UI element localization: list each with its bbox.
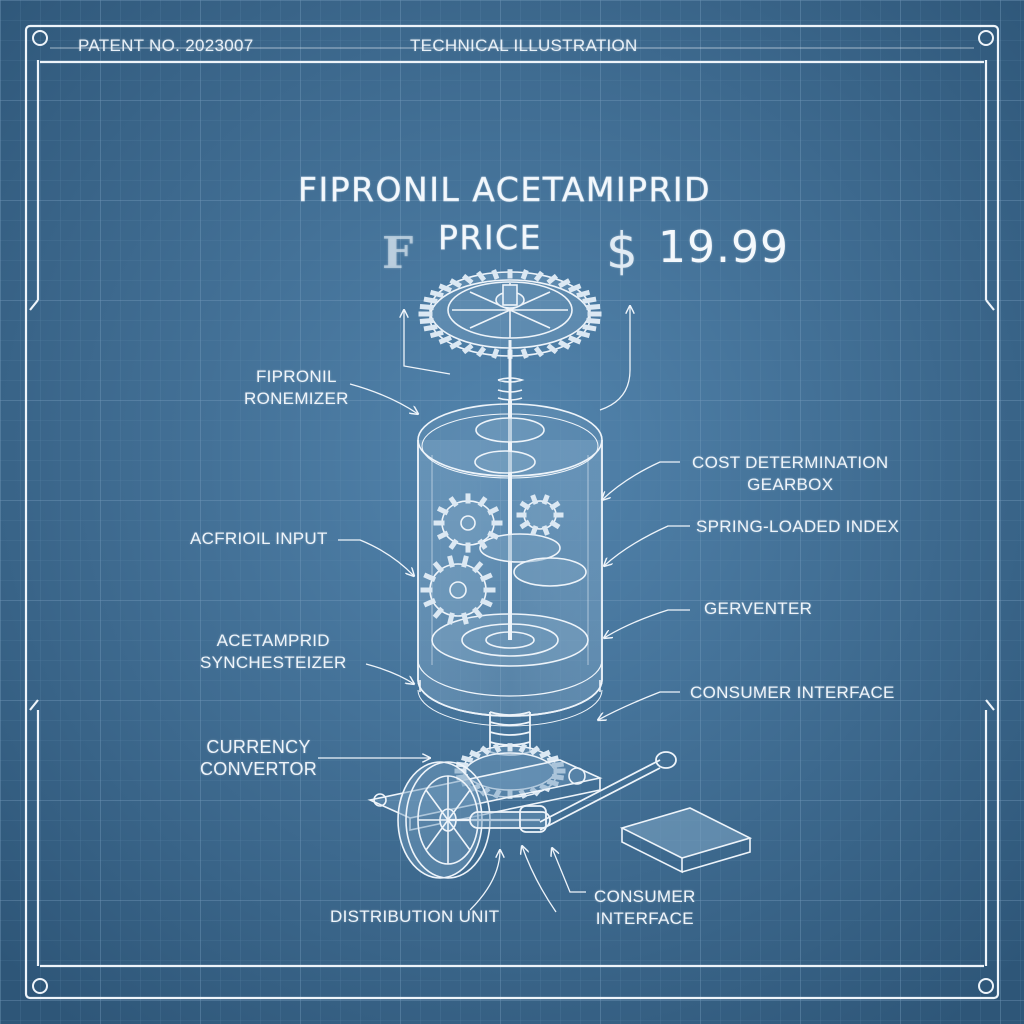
- drive-shafts: [448, 751, 677, 833]
- inner-gears: [429, 417, 587, 617]
- label-acetamprid-synthesizer: ACETAMPRID SYNCHESTEIZER: [200, 631, 347, 672]
- label-consumer-interface-bottom: CONSUMER INTERFACE: [594, 887, 696, 928]
- title-line1: FIPRONIL ACETAMIPRID: [298, 170, 712, 210]
- leader-lines: [318, 306, 690, 913]
- label-acfrioil-input: ACFRIOIL INPUT: [190, 529, 328, 548]
- header-subtitle: TECHNICAL ILLUSTRATION: [410, 36, 638, 55]
- patent-number: PATENT NO. 2023007: [78, 36, 254, 55]
- label-distribution-unit: DISTRIBUTION UNIT: [330, 907, 500, 926]
- label-gerventer: GERVENTER: [704, 599, 813, 618]
- price-value: 19.99: [658, 222, 789, 273]
- label-fipronil-ronemizer: FIPRONIL RONEMIZER: [244, 367, 349, 408]
- top-gear-icon: [418, 269, 602, 400]
- frame-border: [24, 24, 1000, 1000]
- bottom-spring: [489, 711, 531, 756]
- label-cost-determination-gearbox: COST DETERMINATION GEARBOX: [692, 453, 889, 494]
- corner-rivets: [32, 30, 994, 994]
- label-spring-loaded-index: SPRING-LOADED INDEX: [696, 517, 900, 536]
- currency-symbol: $: [606, 222, 639, 280]
- f-glyph: F: [382, 228, 414, 279]
- label-consumer-interface-right: CONSUMER INTERFACE: [690, 683, 895, 702]
- output-card: [619, 807, 753, 874]
- machine-illustration: [318, 269, 753, 913]
- label-currency-convertor: CURRENCY CONVERTOR: [200, 737, 318, 779]
- title-line2: PRICE: [438, 218, 542, 258]
